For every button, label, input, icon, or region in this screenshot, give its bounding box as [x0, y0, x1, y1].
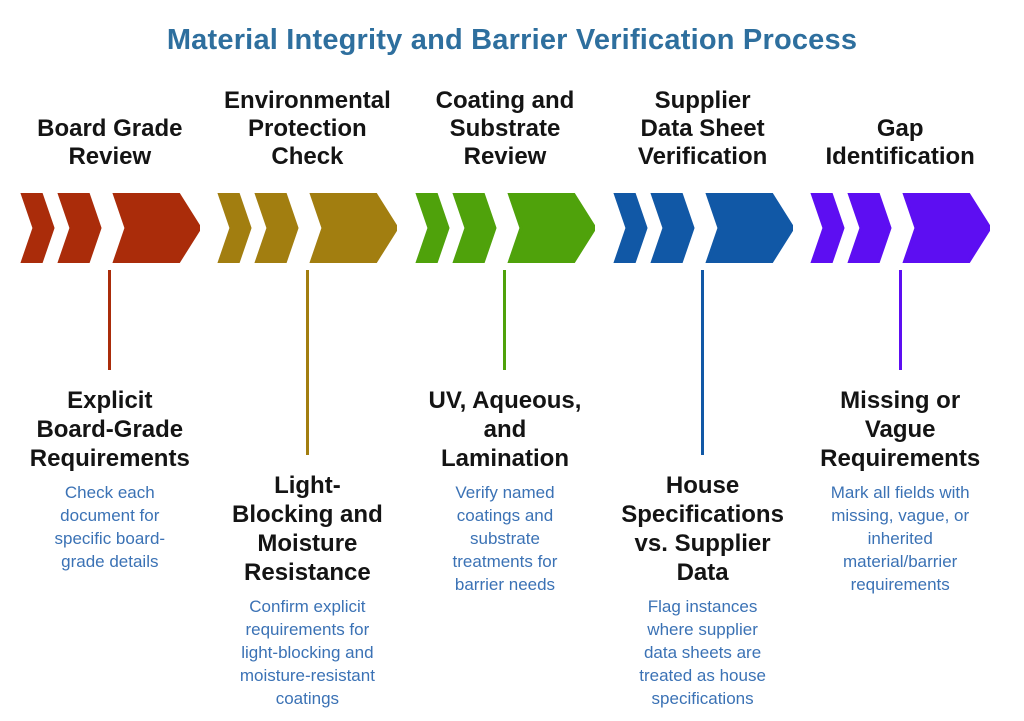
chevron-arrows-icon — [217, 193, 398, 263]
connector-line — [701, 270, 705, 455]
page-title: Material Integrity and Barrier Verificat… — [166, 24, 858, 56]
stage-subtitle: Missing or Vague Requirements — [820, 387, 981, 472]
chevron-arrows-icon — [415, 193, 595, 263]
chevron-arrows-icon — [613, 193, 793, 263]
chevron-arrows-icon — [20, 193, 200, 263]
stage-description: Mark all fields with missing, vague, or … — [830, 483, 970, 594]
stage-column-board-grade-review: Board Grade Review Explicit Board-Grade … — [11, 87, 209, 710]
connector-line — [305, 270, 309, 455]
stage-description: Flag instances where supplier data sheet… — [639, 597, 766, 708]
stage-title: Environmental Protection Check — [224, 87, 391, 170]
connector-line — [108, 270, 112, 370]
stage-subtitle: House Specifications vs. Supplier Data — [621, 472, 784, 586]
connector-line — [503, 270, 507, 370]
stage-title: Gap Identification — [825, 115, 975, 170]
stage-title: Coating and Substrate Review — [435, 87, 575, 170]
chevron-arrows-icon — [810, 193, 991, 263]
stage-subtitle: Light- Blocking and Moisture Resistance — [232, 472, 383, 586]
stage-column-environmental-protection-check: Environmental Protection Check Light- Bl… — [209, 87, 407, 710]
stage-title: Supplier Data Sheet Verification — [637, 87, 768, 170]
stage-column-coating-and-substrate-review: Coating and Substrate Review UV, Aqueous… — [406, 87, 604, 710]
stage-title: Board Grade Review — [37, 115, 183, 170]
stage-description: Verify named coatings and substrate trea… — [452, 483, 558, 594]
process-diagram: Material Integrity and Barrier Verificat… — [0, 24, 1024, 721]
stage-column-supplier-data-sheet-verification: Supplier Data Sheet Verification House S… — [604, 87, 802, 710]
stage-column-gap-identification: Gap Identification Missing or Vague Requ… — [801, 87, 999, 710]
stage-subtitle: UV, Aqueous, and Lamination — [428, 387, 582, 472]
stage-description: Confirm explicit requirements for light-… — [239, 597, 375, 708]
stages-row: Board Grade Review Explicit Board-Grade … — [11, 87, 999, 710]
connector-line — [898, 270, 902, 370]
stage-subtitle: Explicit Board-Grade Requirements — [29, 387, 190, 472]
stage-description: Check each document for specific board- … — [54, 483, 166, 571]
